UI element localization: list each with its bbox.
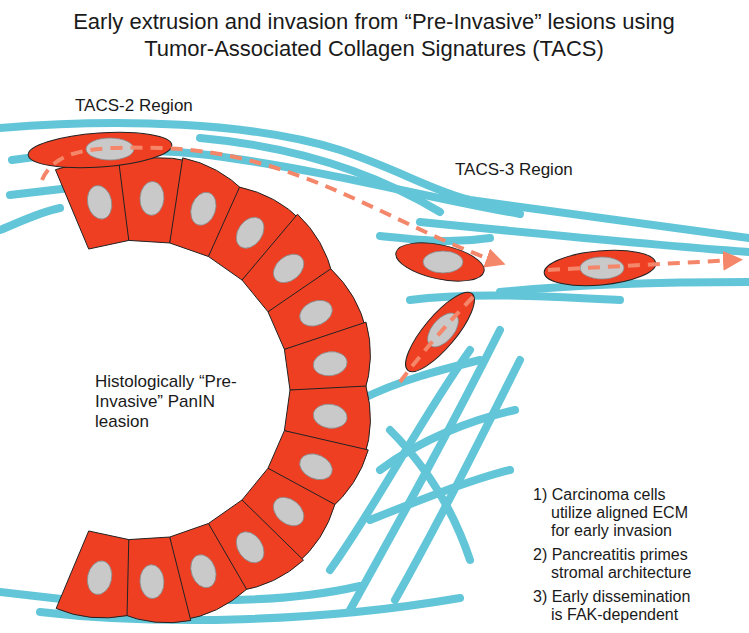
nucleus [139, 564, 165, 599]
lesion-label: Histologically “Pre-Invasive” PanIN leas… [95, 372, 265, 432]
nucleus [312, 402, 349, 430]
region-label: TACS-2 Region [75, 96, 193, 116]
nucleus [84, 183, 115, 221]
invading-cells [27, 128, 657, 381]
note: 3) Early dissemination is FAK-dependent [533, 588, 701, 624]
nucleus [186, 189, 220, 229]
epithelial-cell [56, 531, 129, 618]
nucleus [139, 181, 165, 216]
title: Early extrusion and invasion from “Pre-I… [64, 8, 684, 62]
invasion-paths [42, 148, 735, 382]
epithelial-cell [284, 322, 370, 394]
epithelial-cell [119, 537, 190, 623]
note: 1) Carcinoma cells utilize aligned ECM f… [533, 486, 701, 540]
region-label: TACS-3 Region [455, 160, 573, 180]
nucleus [268, 248, 310, 288]
nucleus [186, 551, 220, 591]
nucleus [296, 295, 337, 331]
note: 2) Pancreatitis primes stromal architect… [533, 546, 701, 582]
nuclei [86, 138, 624, 352]
collagen-fibers [0, 123, 749, 620]
nucleus [231, 526, 270, 568]
nucleus [296, 449, 337, 485]
nucleus [84, 559, 115, 597]
epithelial-cell [55, 163, 128, 250]
panin-lesion [55, 158, 370, 623]
nucleus [268, 492, 310, 532]
nucleus [231, 212, 270, 254]
nucleus [312, 350, 349, 378]
